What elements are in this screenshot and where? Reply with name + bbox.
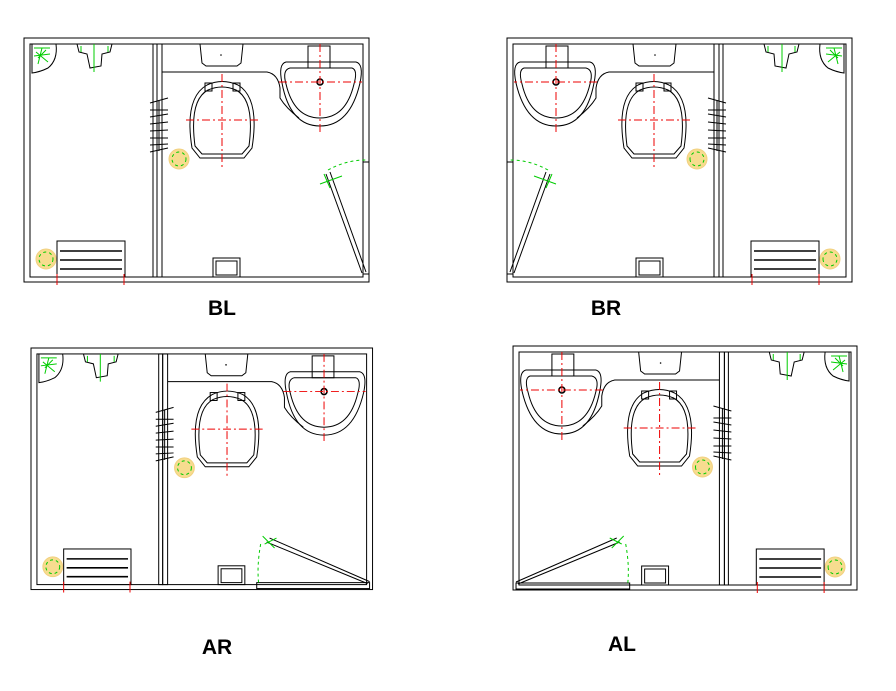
- plan-al: [512, 345, 858, 594]
- plan-label-ar: AR: [201, 636, 233, 659]
- plan-label-br: BR: [590, 297, 622, 320]
- plan-bl: [23, 37, 370, 286]
- plan-label-bl: BL: [208, 297, 236, 320]
- plan-br: [506, 37, 853, 286]
- plan-ar: [30, 347, 374, 594]
- plan-label-al: AL: [608, 633, 636, 656]
